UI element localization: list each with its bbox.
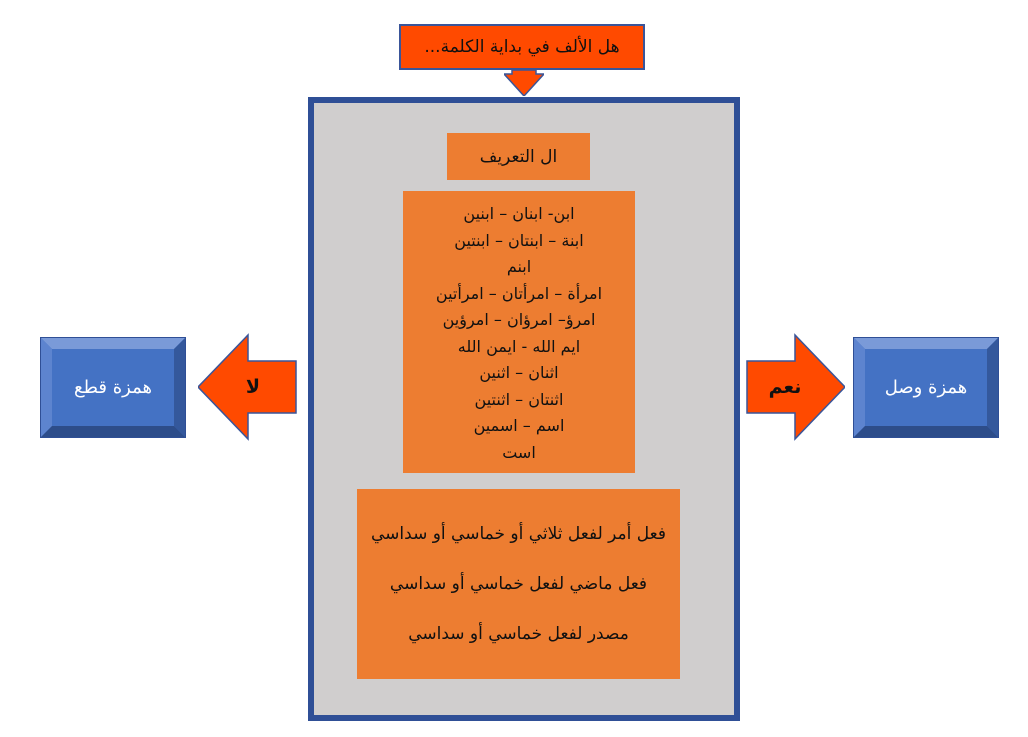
no-result-text: همزة قطع xyxy=(74,377,152,398)
verb-rule-item: مصدر لفعل خماسي أو سداسي xyxy=(408,624,629,644)
word-list-item: است xyxy=(502,442,536,462)
verb-rule-item: فعل ماضي لفعل خماسي أو سداسي xyxy=(389,574,648,594)
yes-label: نعم xyxy=(768,376,802,398)
left-arrow-icon xyxy=(198,333,297,441)
no-label: لا xyxy=(245,376,261,398)
word-list-item: اثنان – اثنين xyxy=(479,363,559,382)
word-list-item: ايم الله - ايمن الله xyxy=(457,336,581,356)
yes-result-text: همزة وصل xyxy=(884,377,968,398)
definite-article-text: ال التعريف xyxy=(479,146,558,167)
verb-rules-box: فعل أمر لفعل ثلاثي أو خماسي أو سداسي فعل… xyxy=(357,489,680,679)
no-result-box xyxy=(40,337,186,438)
verb-rule-item: فعل أمر لفعل ثلاثي أو خماسي أو سداسي xyxy=(371,524,666,544)
definite-article-box: ال التعريف xyxy=(447,133,590,180)
word-list-item: امرؤ– امرؤان – امرؤين xyxy=(442,310,596,329)
word-list-item: امرأة – امرأتان – امرأتين xyxy=(435,283,603,303)
word-list-item: ابنة – ابنتان – ابنتين xyxy=(454,230,584,250)
yes-result-box xyxy=(853,337,999,438)
word-list-item: ابن- ابنان – ابنين xyxy=(463,204,575,223)
word-list-box: ابن- ابنان – ابنين ابنة – ابنتان – ابنتي… xyxy=(403,191,635,473)
question-text: هل الألف في بداية الكلمة... xyxy=(424,37,620,57)
word-list-item: ابنم xyxy=(506,257,532,276)
down-arrow-icon xyxy=(504,70,544,96)
right-arrow-icon xyxy=(746,333,845,441)
word-list-item: اسم – اسمين xyxy=(473,416,565,435)
word-list-item: اثنتان – اثنتين xyxy=(474,389,564,409)
question-banner: هل الألف في بداية الكلمة... xyxy=(399,24,645,70)
